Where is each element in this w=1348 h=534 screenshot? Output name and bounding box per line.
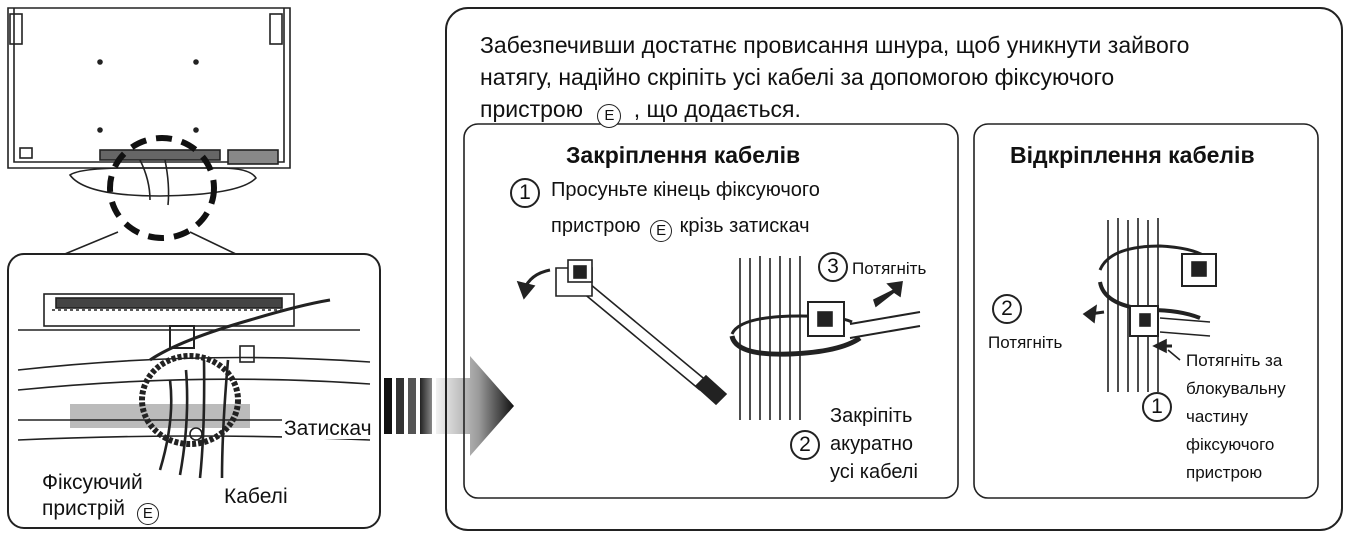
intro-line-3-before: пристрою xyxy=(480,96,583,122)
secure-step2-illustration xyxy=(729,256,921,420)
secure-step3-label: Потягніть xyxy=(852,259,927,278)
secure-panel-frame xyxy=(463,123,959,499)
instructions-frame xyxy=(445,7,1343,531)
secure-step2-line3: усі кабелі xyxy=(830,461,918,483)
highlight-circle xyxy=(107,135,217,241)
fixing-device-label-line2: пристрій E xyxy=(42,498,159,525)
secure-step1-line1: Просуньте кінець фіксуючого xyxy=(551,179,820,201)
cables-label: Кабелі xyxy=(224,485,288,508)
fixing-device-label-text: пристрій xyxy=(42,497,125,520)
secure-heading: Закріплення кабелів xyxy=(566,142,801,168)
secure-step2-line2: акуратно xyxy=(830,433,914,455)
release-step1-number: 1 xyxy=(1142,392,1172,422)
secure-step1-illustration xyxy=(516,259,728,406)
secure-step1-number: 1 xyxy=(510,178,540,208)
release-panel-frame xyxy=(973,123,1319,499)
closeup-frame xyxy=(7,253,381,529)
secure-step3-number: 3 xyxy=(818,252,848,282)
release-step1-line3: частину xyxy=(1186,407,1248,426)
release-step1-line1: Потягніть за xyxy=(1186,351,1283,370)
release-step2-label: Потягніть xyxy=(988,333,1063,352)
secure-step1-e-badge: E xyxy=(650,219,673,242)
secure-step2-number: 2 xyxy=(790,430,820,460)
secure-step1-line2: пристрою E крізь затискач xyxy=(551,216,810,242)
closeup-e-badge: E xyxy=(136,502,159,525)
fixing-device-e-badge: E xyxy=(597,103,622,128)
secure-step1-line2-before: пристрою xyxy=(551,215,641,237)
release-heading: Відкріплення кабелів xyxy=(1010,142,1255,168)
closeup-illustration xyxy=(17,293,371,479)
release-step1-line4: фіксуючого xyxy=(1186,435,1275,454)
release-step1-line5: пристрою xyxy=(1186,463,1263,482)
intro-line-3: пристрою E , що додається. xyxy=(480,98,801,128)
release-step1-line2: блокувальну xyxy=(1186,379,1286,398)
intro-line-2: натягу, надійно скріпіть усі кабелі за д… xyxy=(480,64,1115,90)
secure-step1-line2-after: крізь затискач xyxy=(679,215,810,237)
intro-line-1: Забезпечивши достатнє провисання шнура, … xyxy=(480,32,1190,58)
tv-back-illustration xyxy=(7,7,291,206)
intro-line-3-after: , що додається. xyxy=(633,96,801,122)
secure-step2-line1: Закріпіть xyxy=(830,405,913,427)
release-illustration xyxy=(1082,218,1217,392)
release-step2-number: 2 xyxy=(992,294,1022,324)
clamp-label: Затискач xyxy=(282,417,374,440)
closeup-callout-pointer xyxy=(59,231,241,257)
fixing-device-label-line1: Фіксуючий xyxy=(42,471,143,494)
flow-arrow xyxy=(384,356,514,456)
